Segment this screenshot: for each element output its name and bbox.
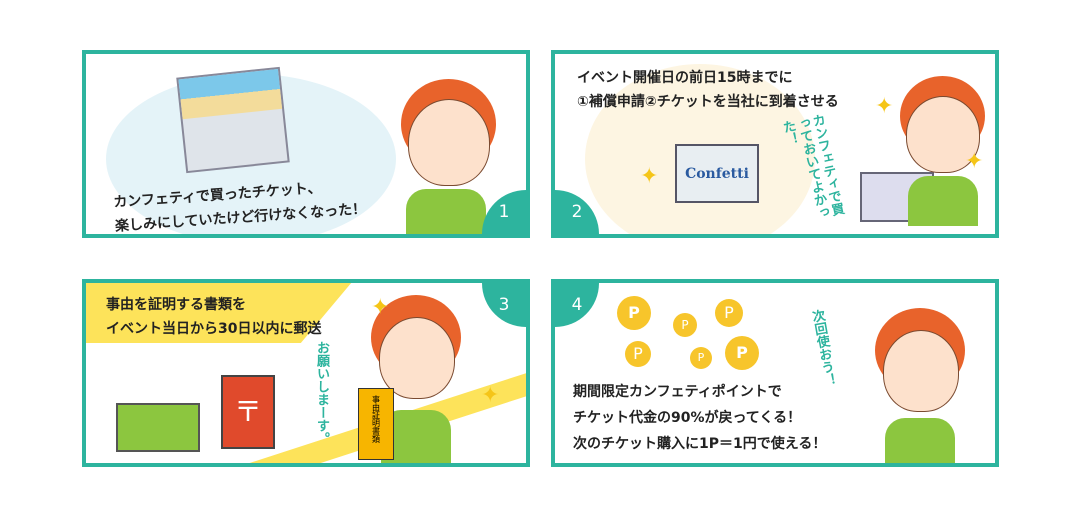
- caption-line: ①補償申請②チケットを当社に到着させる: [577, 94, 839, 110]
- caption-line: 次のチケット購入に1P＝1円で使える！: [573, 436, 827, 452]
- comic-panel-4: P P P P P P 期間限定カンフェティポイントで チケット代金の90%が戻…: [551, 279, 999, 467]
- caption-line: 事由を証明する書類を: [106, 297, 246, 313]
- coin-icon: P: [673, 313, 697, 337]
- panel-number-2: 2: [555, 190, 599, 234]
- laptop-illustration: Confetti: [675, 144, 759, 203]
- sparkle-icon: ✦: [965, 149, 984, 174]
- comic-panel-1: カンフェティで買ったチケット、 楽しみにしていたけど行けなくなった！ 1: [82, 50, 530, 238]
- document-illustration: 事由証明書類: [358, 388, 394, 460]
- caption-line: チケット代金の90%が戻ってくる！: [573, 410, 802, 426]
- document-label: 事由証明書類: [371, 395, 381, 443]
- panel-4-caption: 期間限定カンフェティポイントで チケット代金の90%が戻ってくる！ 次のチケット…: [573, 379, 826, 457]
- girl-character: [386, 74, 506, 234]
- postbox-illustration: 〒: [221, 375, 275, 449]
- girl-character: [860, 308, 980, 463]
- calendar-illustration: [176, 66, 290, 174]
- sparkle-icon: ✦: [640, 164, 659, 189]
- sparkle-icon: ✦: [481, 383, 500, 408]
- speech-text: お願いしまーす。: [314, 341, 329, 445]
- girl-character: [361, 295, 471, 463]
- coin-icon: P: [725, 336, 759, 370]
- coins-illustration: P P P P P P: [605, 291, 805, 376]
- sparkle-icon: ✦: [875, 94, 894, 119]
- truck-illustration: [116, 403, 200, 452]
- girl-character: [890, 76, 995, 226]
- panel-2-caption: イベント開催日の前日15時までに ①補償申請②チケットを当社に到着させる: [577, 66, 839, 114]
- coin-icon: P: [715, 299, 743, 327]
- comic-panel-3: 事由を証明する書類を イベント当日から30日以内に郵送 〒 お願いしまーす。 事…: [82, 279, 530, 467]
- confetti-logo: Confetti: [685, 165, 749, 182]
- caption-line: イベント開催日の前日15時までに: [577, 70, 793, 86]
- sparkle-icon: ✦: [371, 295, 390, 320]
- coin-icon: P: [690, 347, 712, 369]
- coin-icon: P: [617, 296, 651, 330]
- caption-line: 期間限定カンフェティポイントで: [573, 384, 782, 400]
- panel-3-caption: 事由を証明する書類を イベント当日から30日以内に郵送: [106, 293, 321, 341]
- coin-icon: P: [625, 341, 651, 367]
- panel-number-4: 4: [555, 283, 599, 327]
- caption-line: イベント当日から30日以内に郵送: [106, 321, 322, 337]
- panel-number-3: 3: [482, 283, 526, 327]
- comic-panel-2: イベント開催日の前日15時までに ①補償申請②チケットを当社に到着させる Con…: [551, 50, 999, 238]
